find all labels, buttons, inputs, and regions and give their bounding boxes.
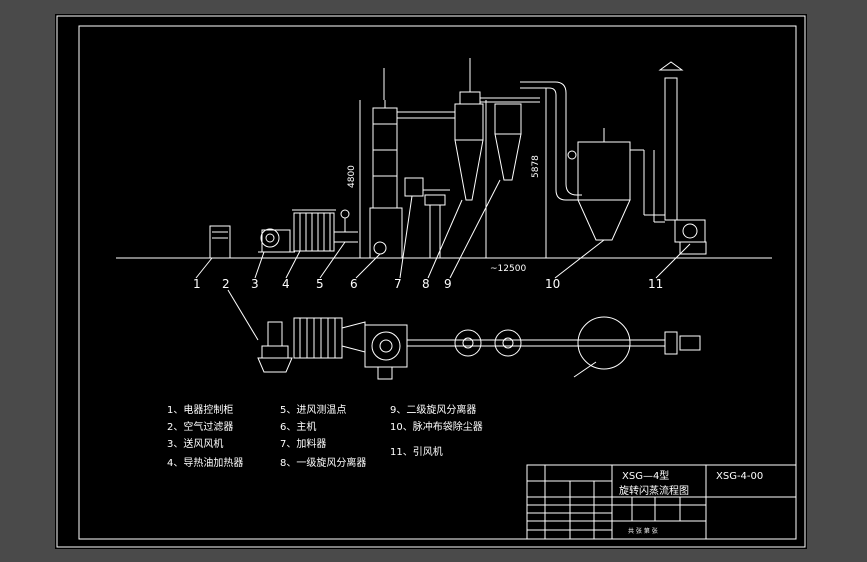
process-elevation-view [209, 58, 707, 259]
part-number: 2 [222, 277, 230, 291]
legend: 1、电器控制柜 2、空气过滤器 3、送风风机 4、导热油加热器 5、进风测温点 … [167, 403, 483, 469]
dimension-height-left: 4800 [347, 165, 357, 188]
legend-item: 11、引风机 [390, 445, 443, 458]
legend-item: 2、空气过滤器 [167, 420, 233, 433]
dimension-length: ~12500 [490, 264, 526, 274]
part-number: 6 [350, 277, 358, 291]
leader-lines [195, 179, 691, 341]
part-numbers: 1 2 3 4 5 6 7 8 9 10 11 [193, 277, 663, 291]
title-block: XSG—4型 旋转闪蒸流程图 XSG-4-00 共 张 第 张 [526, 464, 797, 540]
part-number: 10 [545, 277, 560, 291]
legend-item: 7、加料器 [280, 437, 326, 450]
sheet-count: 共 张 第 张 [628, 527, 658, 535]
legend-item: 1、电器控制柜 [167, 403, 233, 416]
legend-item: 5、进风测温点 [280, 403, 346, 416]
process-plan-view [257, 316, 701, 380]
outer-border [56, 15, 806, 548]
legend-item: 6、主机 [280, 420, 316, 433]
sheet-background [55, 14, 807, 549]
part-number: 8 [422, 277, 430, 291]
part-number: 9 [444, 277, 452, 291]
feeder [404, 177, 424, 197]
part-number: 4 [282, 277, 290, 291]
inner-border [78, 25, 797, 540]
part-number: 5 [316, 277, 324, 291]
dimension-height-right: 5878 [531, 155, 541, 178]
part-number: 7 [394, 277, 402, 291]
main-duct [520, 81, 582, 196]
legend-item: 10、脉冲布袋除尘器 [390, 420, 483, 433]
part-number: 1 [193, 277, 201, 291]
blower-fan [260, 228, 280, 248]
control-cabinet [209, 225, 231, 259]
drawing-number: XSG-4-00 [716, 471, 763, 482]
title-model: XSG—4型 [622, 469, 669, 482]
legend-item: 3、送风风机 [167, 437, 223, 450]
part-number: 11 [648, 277, 663, 291]
part-number: 3 [251, 277, 259, 291]
legend-item: 9、二级旋风分离器 [390, 403, 476, 416]
title-name: 旋转闪蒸流程图 [619, 484, 689, 497]
legend-item: 8、一级旋风分离器 [280, 456, 366, 469]
legend-item: 4、导热油加热器 [167, 456, 243, 469]
